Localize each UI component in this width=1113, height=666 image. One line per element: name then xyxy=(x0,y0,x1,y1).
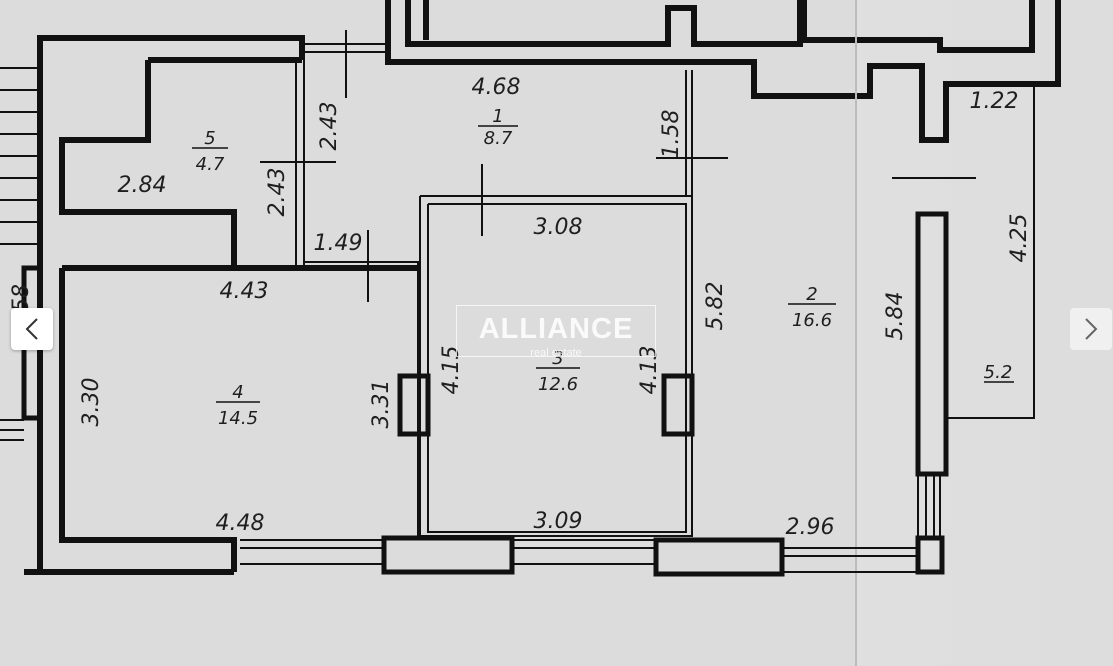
watermark-tagline: real estate xyxy=(530,347,582,359)
dim-label: 5.82 xyxy=(703,282,728,331)
room-3-area: 12.6 xyxy=(538,374,578,395)
dim-label: 3.30 xyxy=(79,378,104,427)
dim-label: 4.43 xyxy=(220,279,269,304)
room-4-number: 4 xyxy=(232,382,243,403)
room-5-number: 5 xyxy=(204,128,215,149)
room-2-number: 2 xyxy=(806,284,817,305)
dim-label: 4.13 xyxy=(637,346,662,395)
dim-label: 4.68 xyxy=(472,75,521,100)
dim-label: 3.31 xyxy=(369,380,394,429)
dim-label: 2.43 xyxy=(317,102,342,151)
room-5-area: 4.7 xyxy=(196,154,225,175)
room-1-area: 8.7 xyxy=(484,128,513,149)
next-image-button[interactable] xyxy=(1070,308,1112,350)
room-1-number: 1 xyxy=(492,106,503,127)
dim-label: 4.25 xyxy=(1007,214,1032,263)
dim-label: 4.48 xyxy=(216,511,265,536)
room-4-area: 14.5 xyxy=(218,408,258,429)
room-2-area: 16.6 xyxy=(792,310,832,331)
dim-label: 4.15 xyxy=(439,346,464,395)
dim-label: 5.84 xyxy=(883,292,908,341)
dim-label: 1.22 xyxy=(970,89,1019,114)
dim-label: 2.43 xyxy=(265,168,290,217)
chevron-right-icon xyxy=(1085,318,1098,340)
dim-label: 1.49 xyxy=(314,231,363,256)
dim-label: 1.58 xyxy=(659,110,684,159)
balcony-area: 5.2 xyxy=(984,362,1013,383)
dim-label: 2.96 xyxy=(786,515,835,540)
walls xyxy=(24,0,1061,575)
dimension-labels: 4.68 2.43 2.43 1.58 2.84 1.49 3.08 4.43 … xyxy=(9,75,1032,540)
dim-label: 3.08 xyxy=(534,215,583,240)
chevron-left-icon xyxy=(25,318,38,340)
thin-walls xyxy=(0,0,1035,666)
dim-label: 2.84 xyxy=(118,173,167,198)
watermark-brand: ALLIANCE xyxy=(478,313,634,345)
dim-label: 3.09 xyxy=(534,509,583,534)
watermark-logo: ALLIANCE real estate xyxy=(456,305,656,359)
dim-label: 58 xyxy=(9,284,34,312)
previous-image-button[interactable] xyxy=(11,308,53,350)
room-3-number: 3 xyxy=(552,348,563,369)
room-labels: 1 8.7 2 16.6 3 12.6 4 14.5 5 4.7 5.2 xyxy=(192,106,1014,429)
